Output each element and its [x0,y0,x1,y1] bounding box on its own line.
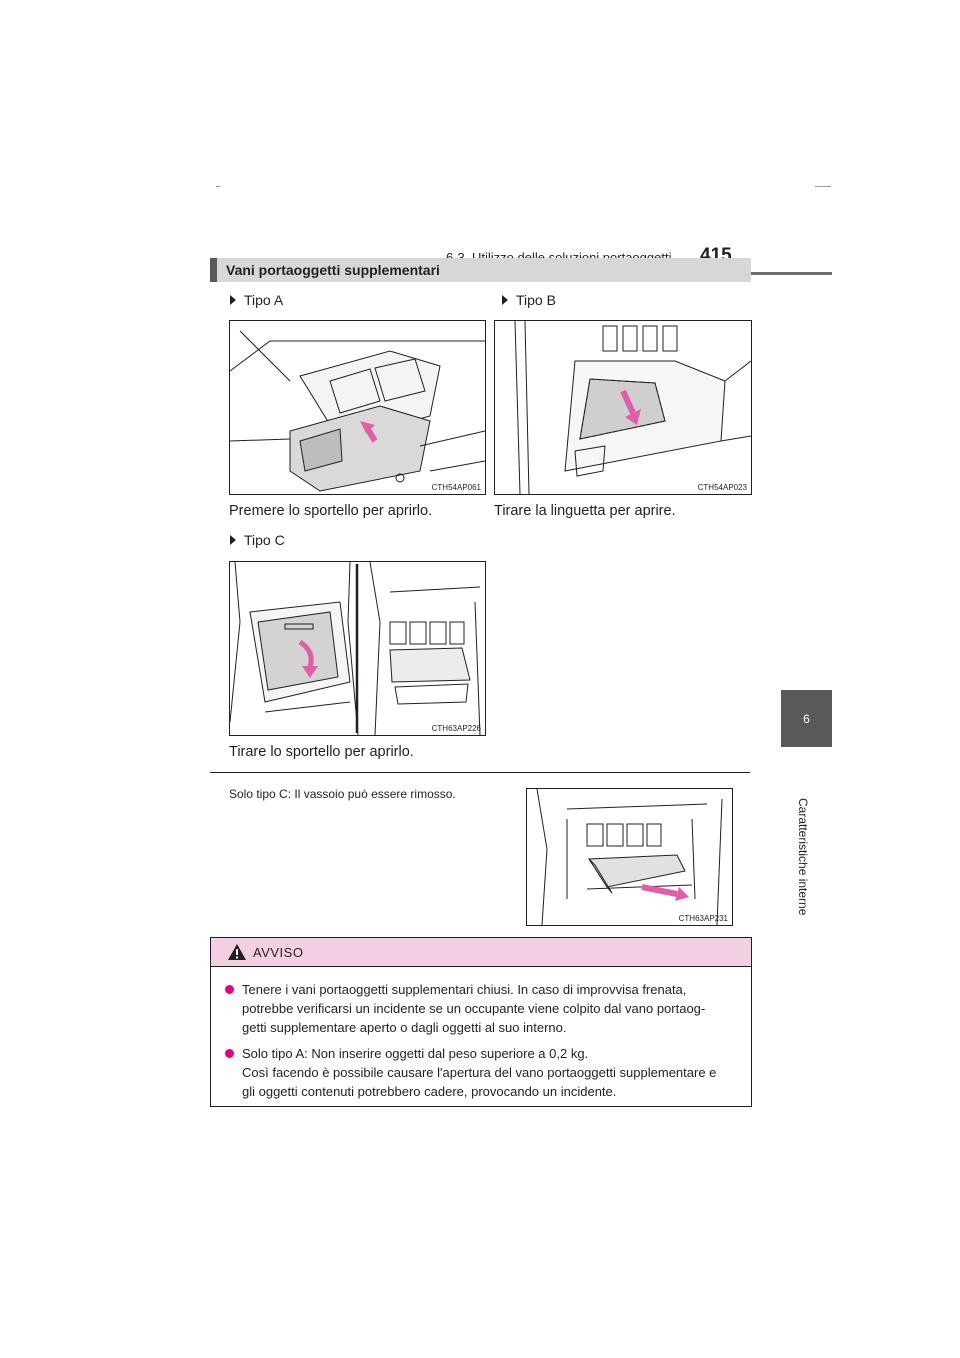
bullet-arrow-icon [230,535,236,545]
figure-type-a: CTH54AP061 [229,320,486,495]
warning-item-line: potrebbe verificarsi un incidente se un … [242,1001,706,1016]
type-c-caption: Tirare lo sportello per aprirlo. [229,744,414,760]
type-c-label: Tipo C [230,532,285,548]
chapter-title-vertical: Caratteristiche interne [796,798,810,916]
warning-header: AVVISO [211,938,751,967]
chapter-number: 6 [803,712,810,726]
figure-code-c: CTH63AP226 [431,724,481,733]
figure-code-tray: CTH63AP231 [678,914,728,923]
bullet-arrow-icon [502,295,508,305]
warning-title: AVVISO [253,945,304,960]
type-c-label-text: Tipo C [244,532,285,548]
figure-type-b: CTH54AP023 [494,320,752,495]
type-b-label: Tipo B [502,292,556,308]
warning-item-line: Solo tipo A: Non inserire oggetti dal pe… [242,1046,589,1061]
figure-type-c: CTH63AP226 [229,561,486,736]
warning-item: Solo tipo A: Non inserire oggetti dal pe… [225,1044,741,1101]
section-title-bar: Vani portaoggetti supplementari [210,258,751,282]
type-b-caption: Tirare la linguetta per aprire. [494,503,676,519]
figure-code-b: CTH54AP023 [697,483,747,492]
bullet-dot-icon [225,1049,234,1058]
type-a-caption: Premere lo sportello per aprirlo. [229,503,433,519]
warning-triangle-icon [228,944,246,960]
type-a-label-text: Tipo A [244,292,284,308]
warning-item-line: Così facendo è possibile causare l'apert… [242,1065,717,1080]
figure-code-a: CTH54AP061 [431,483,481,492]
chapter-tab: 6 [781,690,832,747]
lower-dash-compartment-illustration [230,562,481,735]
warning-box: AVVISO Tenere i vani portaoggetti supple… [210,937,752,1107]
warning-item-line: getti supplementare aperto o dagli ogget… [242,1020,567,1035]
bullet-dot-icon [225,985,234,994]
warning-item: Tenere i vani portaoggetti supplementari… [225,980,741,1037]
crop-mark-left [216,186,220,187]
figure-tray-removal: CTH63AP231 [526,788,733,926]
section-title: Vani portaoggetti supplementari [226,262,440,278]
section-divider [210,772,750,773]
tray-removal-illustration [536,789,723,925]
bullet-arrow-icon [230,295,236,305]
overhead-console-illustration [230,330,485,492]
warning-item-line: Tenere i vani portaoggetti supplementari… [242,982,687,997]
type-a-label: Tipo A [230,292,283,308]
section-bar-accent [210,258,217,282]
crop-mark-right [815,186,831,187]
warning-item-line: gli oggetti contenuti potrebbero cadere,… [242,1084,617,1099]
type-b-label-text: Tipo B [516,292,556,308]
note-text: Solo tipo C: Il vassoio può essere rimos… [229,787,456,801]
lower-panel-pocket-illustration [514,321,751,494]
